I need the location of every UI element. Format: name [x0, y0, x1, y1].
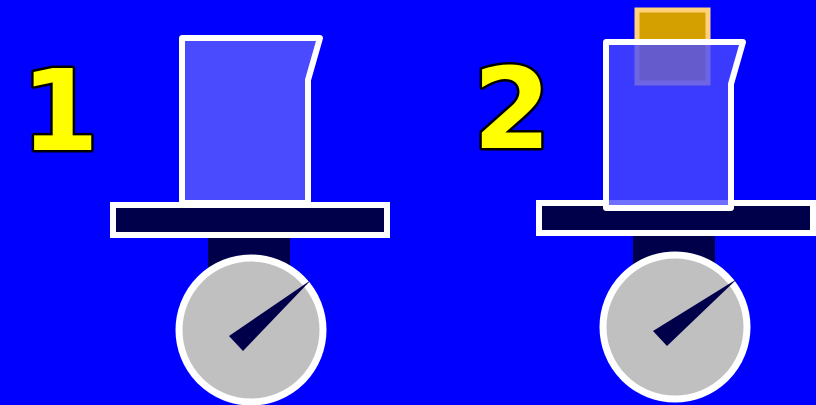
- needle-icon: [653, 279, 737, 346]
- beaker-icon: [603, 39, 746, 211]
- panel-2: 2: [471, 7, 816, 403]
- scale-platform: [110, 202, 390, 238]
- beaker-icon: [179, 35, 323, 206]
- needle-icon: [229, 280, 311, 351]
- panel-1: 1: [19, 35, 390, 405]
- step-number-1: 1: [21, 47, 99, 177]
- step-number-2: 2: [473, 45, 551, 175]
